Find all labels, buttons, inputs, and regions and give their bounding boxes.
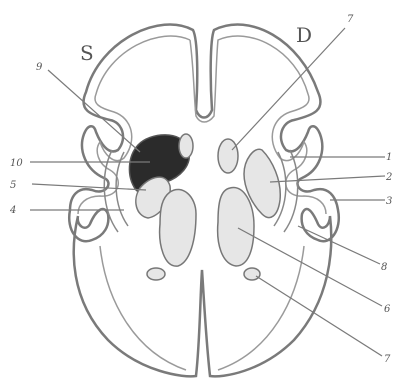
outer-outline bbox=[69, 25, 339, 377]
left-small-nucleus bbox=[147, 268, 165, 280]
label-2: 2 bbox=[385, 172, 392, 183]
label-9: 9 bbox=[36, 62, 43, 73]
right-small-nucleus bbox=[244, 268, 260, 280]
left-thalamus bbox=[160, 189, 196, 266]
label-1: 1 bbox=[386, 152, 392, 163]
right-caudate bbox=[218, 139, 238, 173]
label-10: 10 bbox=[10, 158, 23, 169]
right-thalamus bbox=[218, 187, 254, 266]
label-3: 3 bbox=[386, 196, 392, 207]
leader-8 bbox=[298, 226, 380, 264]
leader-9 bbox=[48, 70, 140, 152]
label-8: 8 bbox=[381, 262, 387, 273]
label-7-top: 7 bbox=[347, 14, 354, 25]
label-6: 6 bbox=[384, 304, 391, 315]
side-label-left: S bbox=[80, 41, 94, 65]
label-7-bottom: 7 bbox=[384, 354, 391, 365]
leader-7-bottom bbox=[256, 276, 382, 356]
side-label-right: D bbox=[296, 23, 312, 47]
label-4: 4 bbox=[9, 205, 16, 216]
label-5: 5 bbox=[10, 180, 16, 191]
leader-6 bbox=[238, 228, 382, 306]
inner-outline bbox=[78, 36, 326, 370]
lesion-pale-oval bbox=[179, 134, 193, 158]
